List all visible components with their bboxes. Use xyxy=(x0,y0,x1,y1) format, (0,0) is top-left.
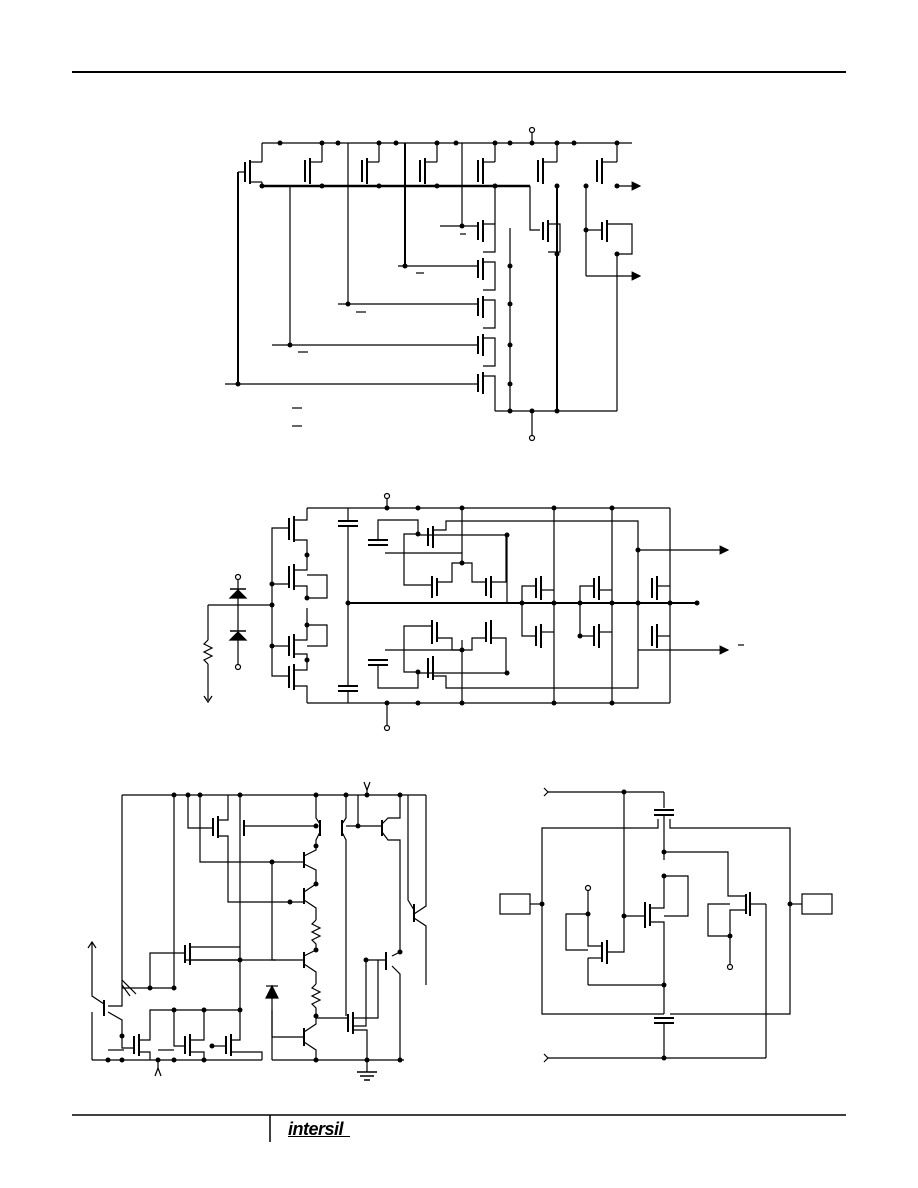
figure-1-circuit xyxy=(225,126,642,442)
figure-4-circuit xyxy=(499,787,833,1063)
figure-2-circuit xyxy=(202,492,744,732)
figure-1-nodes xyxy=(235,140,620,414)
figure-2-nodes xyxy=(269,505,700,706)
logo-underline xyxy=(288,1136,350,1137)
figure-3-nodes xyxy=(105,792,403,1063)
figure-3-circuit xyxy=(87,781,427,1081)
figure-4-nodes xyxy=(539,789,793,1061)
intersil-logo: intersil xyxy=(288,1119,344,1139)
